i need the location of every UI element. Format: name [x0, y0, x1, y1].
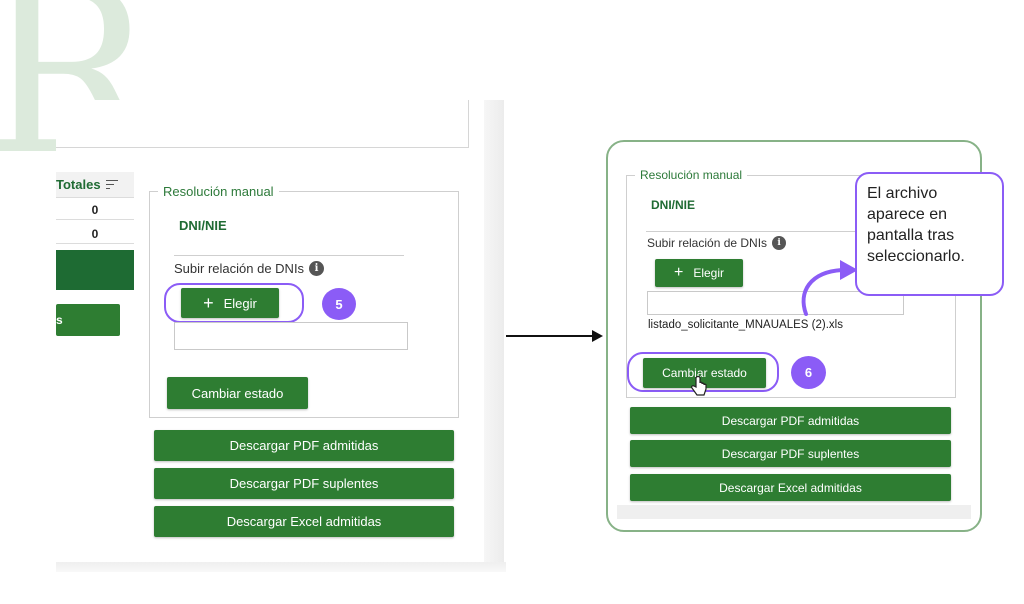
partial-action-button[interactable]: s	[56, 304, 120, 336]
cambiar-estado-button[interactable]: Cambiar estado	[167, 377, 308, 409]
subir-dnis-label: Subir relación de DNIs	[174, 261, 305, 276]
plus-icon: +	[673, 264, 684, 281]
info-icon[interactable]: i	[309, 261, 325, 276]
callout-line: pantalla tras	[867, 227, 955, 244]
descargar-pdf-admitidas-button[interactable]: Descargar PDF admitidas	[154, 430, 454, 461]
elegir-label: Elegir	[693, 266, 725, 280]
callout-line: El archivo	[867, 185, 938, 202]
dni-nie-label: DNI/NIE	[651, 198, 696, 212]
totals-cell: 0	[56, 224, 134, 244]
descargar-excel-admitidas-button[interactable]: Descargar Excel admitidas	[630, 474, 951, 501]
step-badge-5: 5	[322, 288, 356, 320]
left-top-card	[56, 100, 469, 148]
selected-filename: listado_solicitante_MNAUALES (2).xls	[648, 319, 843, 331]
explanation-callout: El archivo aparece en pantalla tras sele…	[855, 172, 1004, 296]
divider	[646, 231, 856, 232]
hand-pointer-icon	[691, 376, 707, 396]
sort-icon[interactable]	[105, 179, 118, 190]
plus-icon: +	[203, 293, 214, 313]
arrow-right-icon	[506, 335, 598, 337]
descargar-pdf-suplentes-button[interactable]: Descargar PDF suplentes	[154, 468, 454, 499]
totals-header-label: Totales	[56, 177, 101, 192]
left-panel-scroll-shadow	[484, 100, 504, 565]
left-panel-bottom-shadow	[56, 562, 506, 572]
elegir-button[interactable]: + Elegir	[655, 259, 743, 287]
subir-dnis-label: Subir relación de DNIs	[647, 236, 768, 250]
totals-cell: 0	[56, 200, 134, 220]
right-panel-bottom-shadow	[617, 505, 971, 519]
descargar-pdf-suplentes-button[interactable]: Descargar PDF suplentes	[630, 440, 951, 467]
info-icon[interactable]: i	[772, 236, 787, 250]
resolucion-manual-legend: Resolución manual	[163, 184, 274, 199]
callout-line: seleccionarlo.	[867, 248, 965, 265]
elegir-button[interactable]: + Elegir	[181, 288, 279, 318]
descargar-excel-admitidas-button[interactable]: Descargar Excel admitidas	[154, 506, 454, 537]
elegir-label: Elegir	[223, 295, 257, 311]
resolucion-manual-legend: Resolución manual	[640, 168, 743, 182]
callout-line: aparece en	[867, 206, 948, 223]
curved-arrow-icon	[801, 260, 858, 316]
cambiar-estado-button[interactable]: Cambiar estado	[643, 358, 766, 388]
file-input[interactable]	[647, 291, 904, 315]
subir-dnis-row: Subir relación de DNIs i	[174, 261, 325, 276]
divider	[174, 255, 404, 256]
cambiar-estado-label: Cambiar estado	[662, 366, 747, 380]
totals-column-header[interactable]: Totales	[56, 172, 134, 198]
totals-green-row	[56, 250, 134, 290]
descargar-pdf-admitidas-button[interactable]: Descargar PDF admitidas	[630, 407, 951, 434]
file-input[interactable]	[174, 322, 408, 350]
subir-dnis-row: Subir relación de DNIs i	[647, 236, 787, 250]
dni-nie-label: DNI/NIE	[179, 218, 227, 233]
arrow-head-icon	[592, 330, 603, 342]
step-badge-6: 6	[791, 356, 826, 389]
